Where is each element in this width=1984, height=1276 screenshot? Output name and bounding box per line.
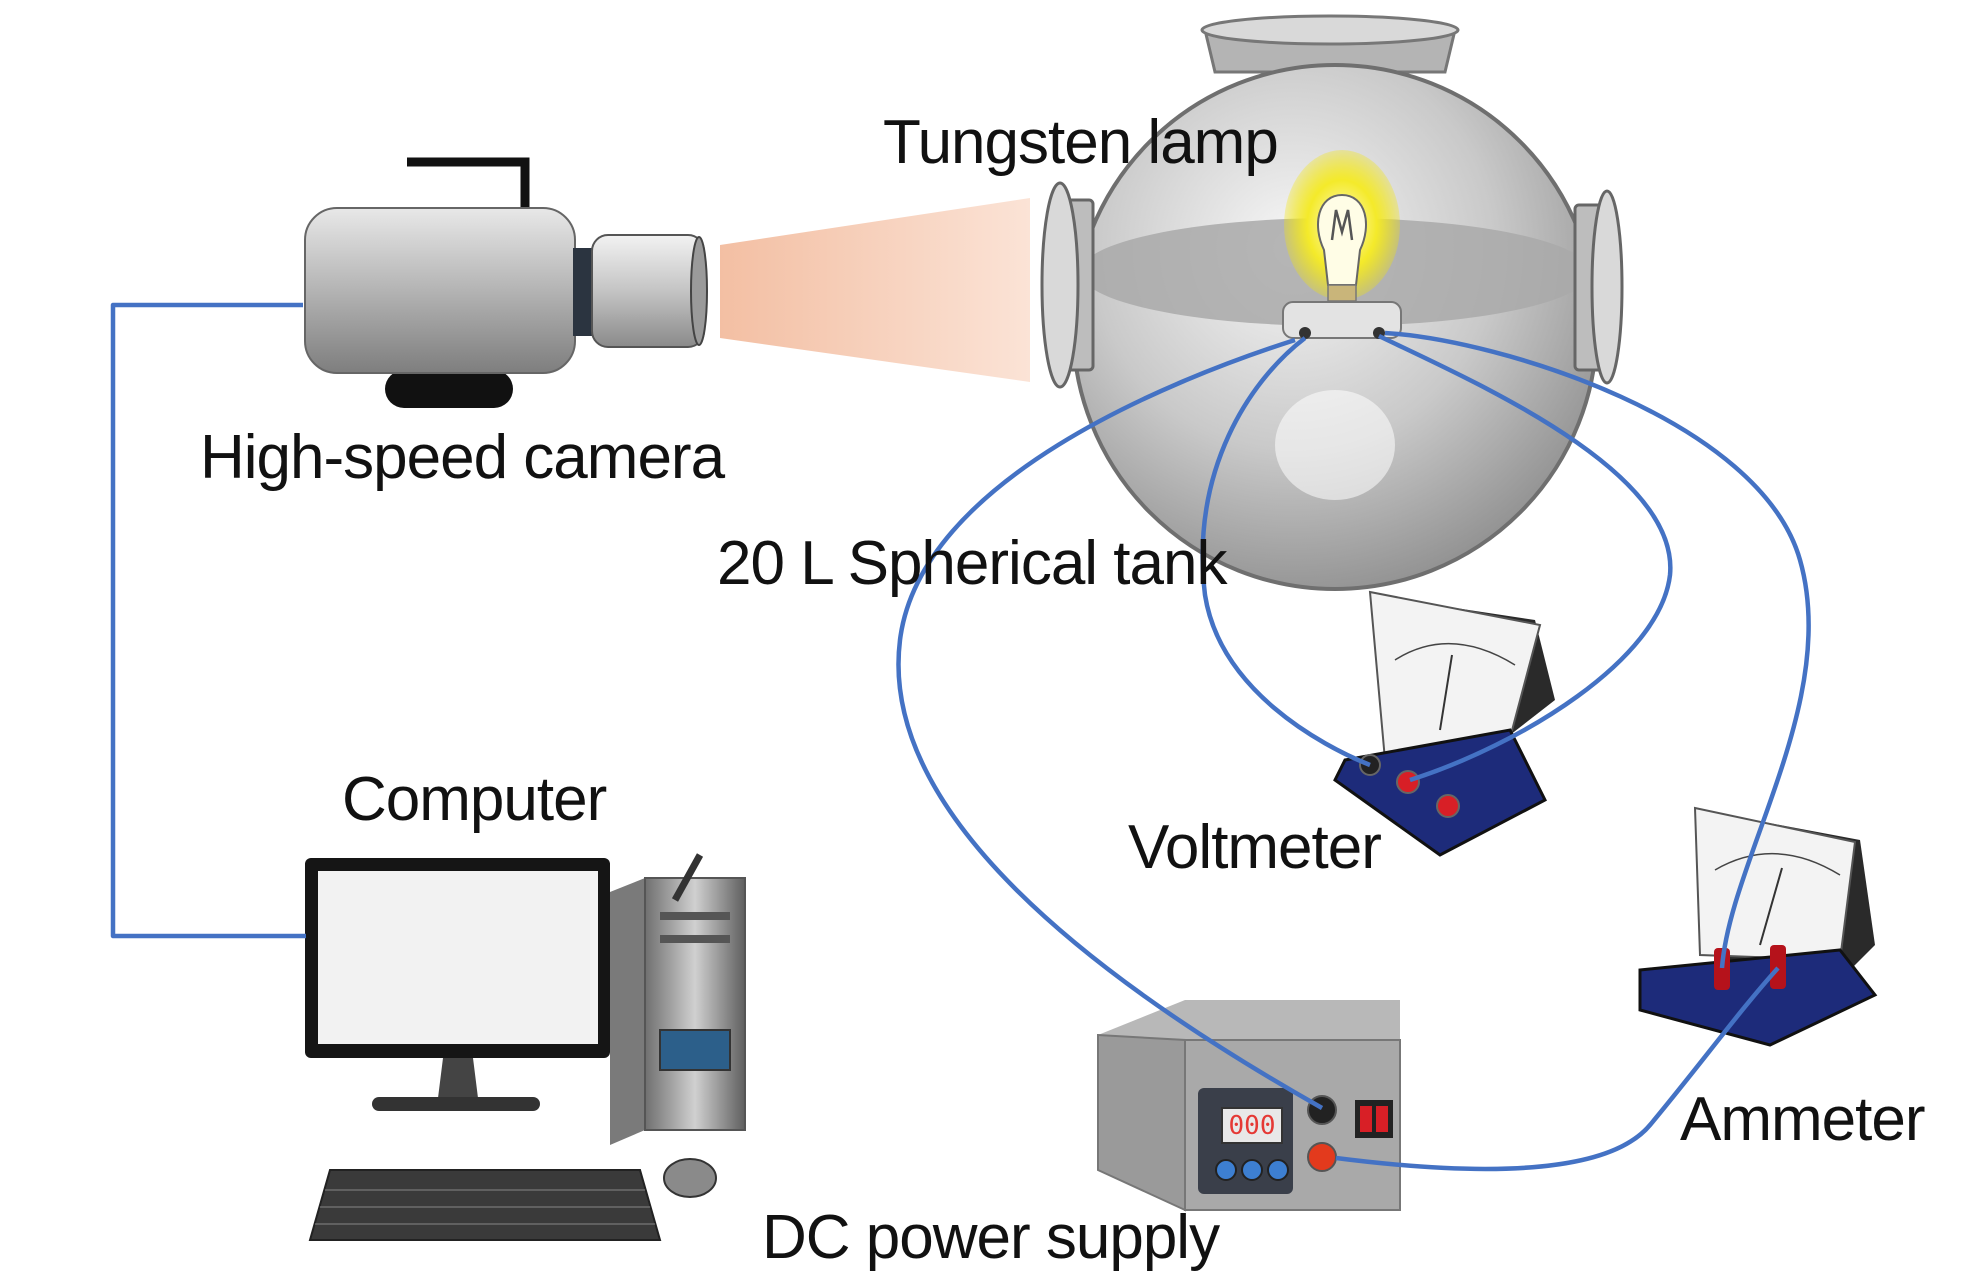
ammeter-base: [1638, 948, 1878, 1047]
camera-lens-ring: [573, 248, 593, 336]
labels: High-speed camera Tungsten lamp 20 L Sph…: [200, 108, 1926, 1272]
psu-top: [1098, 1000, 1400, 1040]
psu-button-3: [1267, 1159, 1289, 1181]
wire-camera-computer: [110, 302, 306, 939]
mouse: [663, 1158, 717, 1198]
voltmeter-base: [1333, 728, 1547, 857]
tank-right-port-rim: [1590, 189, 1624, 385]
label-ammeter: Ammeter: [1680, 1085, 1925, 1154]
voltmeter-needle: [1439, 654, 1453, 731]
camera-lens-front: [690, 236, 708, 346]
psu-terminal-red: [1307, 1142, 1337, 1172]
lamp-base: [1327, 284, 1357, 302]
psu-button-1: [1215, 1159, 1237, 1181]
tungsten-lamp: [1282, 150, 1402, 339]
ammeter-needle: [1759, 867, 1783, 946]
ammeter-face: [1693, 806, 1857, 962]
voltmeter-scale: [1394, 643, 1516, 666]
voltmeter-terminal-red-2: [1436, 794, 1460, 818]
dc-power-supply: 000: [1097, 1000, 1401, 1212]
psu-button-2: [1241, 1159, 1263, 1181]
pc-tower-side: [610, 878, 645, 1145]
wire-lamp-psu: [896, 337, 1324, 1110]
label-voltmeter: Voltmeter: [1128, 813, 1381, 882]
ammeter-scale: [1714, 853, 1841, 876]
camera-antenna: [407, 157, 530, 210]
pc-tower-slot-2: [660, 935, 730, 943]
psu-side: [1097, 1033, 1186, 1212]
tank-top-rim: [1200, 14, 1460, 46]
voltmeter-terminal-red-1: [1396, 770, 1420, 794]
ammeter: [1638, 806, 1878, 1047]
lamp-terminal-left: [1299, 327, 1311, 339]
wire-psu-ammeter: [1335, 966, 1780, 1172]
wires: [110, 302, 1811, 1172]
camera-body: [304, 207, 576, 374]
ammeter-terminal-red-2: [1770, 945, 1786, 989]
monitor-neck: [438, 1058, 478, 1098]
tank-highlight: [1275, 390, 1395, 500]
tank-left-port-rim: [1040, 181, 1080, 389]
high-speed-camera: [304, 157, 708, 408]
label-computer: Computer: [342, 765, 607, 834]
label-tungsten-lamp: Tungsten lamp: [883, 108, 1278, 177]
keyboard: [308, 1169, 662, 1241]
pc-tower-panel: [659, 1029, 731, 1071]
keyboard-keys: [315, 1189, 655, 1225]
camera-handle: [385, 370, 513, 408]
label-high-speed-camera: High-speed camera: [200, 423, 726, 492]
psu-display-value: 000: [1229, 1111, 1276, 1141]
pc-tower-slot-1: [660, 912, 730, 920]
lamp-filament: [1330, 209, 1354, 241]
pc-tower-antenna: [671, 853, 704, 902]
light-beam: [720, 198, 1030, 382]
monitor-stand: [372, 1097, 540, 1111]
spherical-tank: [1040, 14, 1624, 591]
lamp-holder: [1282, 301, 1402, 339]
wire-lamp-ammeter: [1384, 330, 1811, 969]
camera-lens: [591, 234, 705, 348]
monitor-screen: [318, 871, 598, 1044]
psu-switch-red-2: [1376, 1106, 1388, 1132]
psu-display: [1221, 1107, 1283, 1144]
wire-lamp-voltmeter-return: [1378, 333, 1673, 783]
voltmeter: [1333, 590, 1555, 857]
computer: [305, 853, 746, 1241]
wire-lamp-voltmeter: [1200, 336, 1371, 768]
psu-switch-red-1: [1360, 1106, 1372, 1132]
ammeter-terminal-red-1: [1714, 948, 1730, 990]
label-spherical-tank: 20 L Spherical tank: [717, 529, 1228, 598]
label-dc-power-supply: DC power supply: [762, 1203, 1220, 1272]
